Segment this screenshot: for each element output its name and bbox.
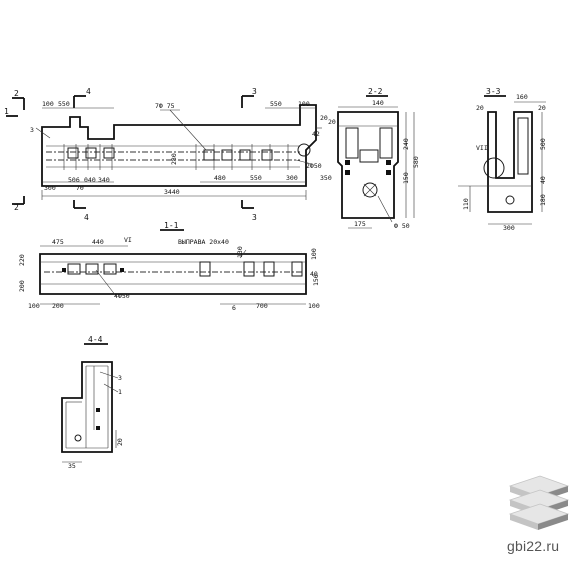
main-dim-inner-70: 70 <box>76 184 84 192</box>
main-dim-bottom-300-right: 300 <box>286 174 298 182</box>
sec33-dim-20-left: 20 <box>476 104 484 112</box>
main-dim-bottom-550: 550 <box>250 174 262 182</box>
sec33-dim-180: 180 <box>539 194 547 206</box>
sec11-dim-100-right: 100 <box>308 302 320 310</box>
main-dim-bottom-480: 480 <box>214 174 226 182</box>
sec22-dim-20: 20 <box>328 118 336 126</box>
sec33-dim-vii: VII <box>476 144 488 152</box>
main-dim-inner-506: 506 <box>68 176 80 184</box>
sec33-title: 3-3 <box>486 87 501 96</box>
main-cut-mark-3-bottom: 3 <box>252 213 257 222</box>
sec11-dim-200-b: 200 <box>18 280 26 292</box>
sec44-dim-35: 35 <box>68 462 76 470</box>
sec33-dim-40: 40 <box>539 176 547 184</box>
sec11-dim-100-left: 100 <box>28 302 40 310</box>
section-4-4: 4-4 3 1 20 35 <box>61 335 124 470</box>
main-dim-side-350: 350 <box>320 174 332 182</box>
sec44-title: 4-4 <box>88 335 103 344</box>
sec11-dim-130: 130 <box>236 246 244 258</box>
sec11-dim-vyprava: ВЫПРАВА 20x40 <box>178 238 229 246</box>
section-3-3: 3-3 160 20 20 500 VII 40 110 300 180 <box>458 87 547 232</box>
main-cut-mark-4-top: 4 <box>86 87 91 96</box>
section-1-1: 1-1 475 440 VI ВЫПРАВА 20x40 130 100 100… <box>18 221 320 312</box>
sec44-dim-3: 3 <box>118 374 122 382</box>
sec11-dim-220-a: 220 <box>18 254 26 266</box>
sec11-dim-100-top: 100 <box>310 248 318 260</box>
section-2-2: 2-2 140 20 240 580 150 175 Ф 50 <box>328 87 420 230</box>
main-dim-top-100-left: 100 <box>42 100 54 108</box>
sec11-dim-700: 700 <box>256 302 268 310</box>
sec11-dim-6: 6 <box>232 304 236 312</box>
sec44-dim-1: 1 <box>118 388 122 396</box>
main-cut-mark-2-top: 2 <box>14 89 19 98</box>
sec11-dim-200: 200 <box>52 302 64 310</box>
sec11-dim-vi: VI <box>124 236 132 244</box>
main-view: 2 4 3 2 4 3 1 100 550 550 100 7Ф 75 3 2Ф… <box>4 87 332 222</box>
sec22-dim-140: 140 <box>372 99 384 107</box>
sec33-dim-20-right: 20 <box>538 104 546 112</box>
sec11-title: 1-1 <box>164 221 179 230</box>
main-callout-3: 3 <box>30 126 34 134</box>
sec11-dim-4f50: 4Ф50 <box>114 292 130 300</box>
sec11-dim-40: 40 <box>310 270 318 278</box>
sec33-dim-110: 110 <box>462 198 470 210</box>
sec22-dim-175: 175 <box>354 220 366 228</box>
main-callout-rebar: 7Ф 75 <box>155 102 175 110</box>
main-dim-top-550-right: 550 <box>270 100 282 108</box>
sec11-dim-150: 150 <box>312 274 320 286</box>
main-dim-top-100-right: 100 <box>298 100 310 108</box>
main-dim-side-20: 20 <box>320 114 328 122</box>
main-section-label-1: 1 <box>4 107 9 116</box>
main-callout-2f50: 2Ф50 <box>306 162 322 170</box>
main-cut-mark-3-top: 3 <box>252 87 257 96</box>
main-dim-inner-340: 340 <box>98 176 110 184</box>
main-cut-mark-4-bottom: 4 <box>84 213 89 222</box>
sec33-dim-500: 500 <box>539 138 547 150</box>
main-callout-42: 42 <box>312 130 320 138</box>
sec22-dim-f50: Ф 50 <box>394 222 410 230</box>
site-watermark-text: gbi22.ru <box>507 538 560 554</box>
main-dim-bottom-total: 3440 <box>164 188 180 196</box>
main-dim-top-550-left: 550 <box>58 100 70 108</box>
sec22-dim-580: 580 <box>412 156 420 168</box>
site-logo <box>508 475 570 530</box>
sec33-dim-300: 300 <box>503 224 515 232</box>
sec22-dim-240: 240 <box>402 138 410 150</box>
sec11-dim-475: 475 <box>52 238 64 246</box>
sec22-title: 2-2 <box>368 87 383 96</box>
main-dim-bottom-300-left: 300 <box>44 184 56 192</box>
main-cut-mark-2-bottom: 2 <box>14 203 19 212</box>
sec22-dim-150: 150 <box>402 172 410 184</box>
main-dim-side-280: 280 <box>170 153 178 165</box>
sec33-dim-160: 160 <box>516 93 528 101</box>
sec44-dim-20: 20 <box>116 438 124 446</box>
main-dim-inner-040: 040 <box>84 176 96 184</box>
sec11-dim-440: 440 <box>92 238 104 246</box>
